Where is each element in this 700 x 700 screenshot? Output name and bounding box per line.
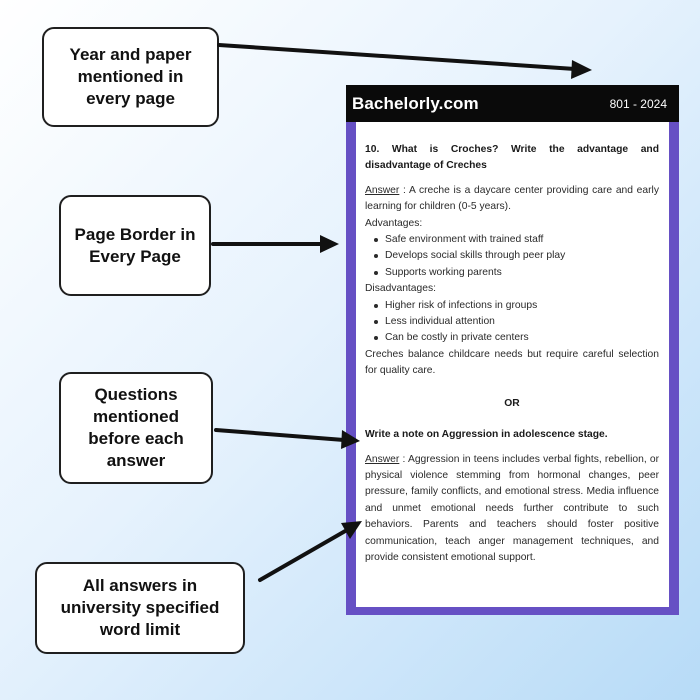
question-1: 10. What is Croches? Write the advantage… <box>365 144 659 172</box>
list-item: Higher risk of infections in groups <box>374 298 659 314</box>
advantages-heading: Advantages: <box>365 217 423 229</box>
list-item: Develops social skills through peer play <box>374 248 659 264</box>
callout-text: Questions mentioned before each answer <box>88 385 184 470</box>
disadvantages-list: Higher risk of infections in groups Less… <box>365 298 659 347</box>
answer-2-text: : Aggression in teens includes verbal fi… <box>365 453 659 563</box>
callout-questions: Questions mentioned before each answer <box>59 372 213 484</box>
arrow-to-answer <box>258 528 349 582</box>
answer-2: Answer : Aggression in teens includes ve… <box>365 452 659 567</box>
answer-1-conclusion: Creches balance childcare needs but requ… <box>365 348 659 377</box>
page-content: 10. What is Croches? Write the advantage… <box>356 122 669 607</box>
callout-text: All answers in university specified word… <box>60 576 220 639</box>
paper-header: Bachelorly.com 801 - 2024 <box>346 85 679 122</box>
brand-name: Bachelorly.com <box>352 93 479 113</box>
or-separator: OR <box>504 397 520 409</box>
list-item: Can be costly in private centers <box>374 330 659 346</box>
arrow-to-question <box>214 428 346 442</box>
callout-page-border: Page Border in Every Page <box>59 195 211 296</box>
list-item: Supports working parents <box>374 265 659 281</box>
advantages-list: Safe environment with trained staff Deve… <box>365 232 659 281</box>
list-item: Safe environment with trained staff <box>374 232 659 248</box>
arrowhead-icon <box>571 60 592 79</box>
list-item: Less individual attention <box>374 314 659 330</box>
answer-label: Answer <box>365 184 400 196</box>
callout-text: Year and paper mentioned in every page <box>69 45 192 108</box>
callout-text: Page Border in Every Page <box>74 224 196 266</box>
paper-code-year: 801 - 2024 <box>609 96 667 111</box>
callout-year-and-paper: Year and paper mentioned in every page <box>42 27 219 127</box>
answer-label: Answer <box>365 453 400 465</box>
disadvantages-heading: Disadvantages: <box>365 283 436 295</box>
arrowhead-icon <box>320 235 339 253</box>
answer-1-intro-text: : A creche is a daycare center providing… <box>365 184 659 213</box>
answer-1-intro: Answer : A creche is a daycare center pr… <box>365 183 659 216</box>
question-2: Write a note on Aggression in adolescenc… <box>365 429 608 441</box>
answer-sheet-preview: Bachelorly.com 801 - 2024 10. What is Cr… <box>346 85 679 615</box>
callout-word-limit: All answers in university specified word… <box>35 562 245 654</box>
arrow-to-header <box>217 43 577 71</box>
